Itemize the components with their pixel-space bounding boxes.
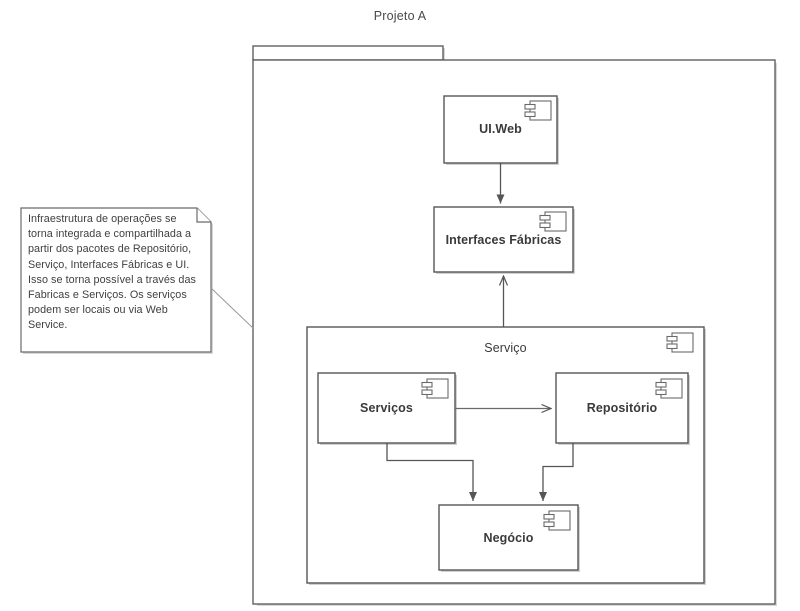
note-anchor-line [210, 287, 255, 330]
package-label-servico: Serviço [484, 341, 527, 355]
component-label-interfaces-fabricas: Interfaces Fábricas [445, 233, 562, 247]
uml-component-icon [655, 378, 683, 399]
note-text: Infraestrutura de operações se torna int… [28, 213, 196, 332]
note-body [20, 207, 212, 353]
package-tab [252, 45, 444, 61]
uml-component-icon [524, 100, 552, 121]
uml-component-icon [666, 332, 694, 353]
note-annotation[interactable] [20, 207, 213, 354]
note-fold-icon [196, 208, 211, 223]
uml-component-icon [543, 510, 571, 531]
component-negocio[interactable] [438, 504, 580, 572]
component-label-servicos: Serviços [360, 401, 413, 415]
uml-component-icon [421, 378, 449, 399]
component-servicos[interactable] [317, 372, 457, 445]
component-ui-web[interactable] [443, 95, 559, 165]
connector-repositorio-to-negocio [539, 443, 574, 501]
component-label-repositorio: Repositório [586, 401, 658, 415]
component-label-ui-web: UI.Web [479, 122, 522, 136]
component-repositorio[interactable] [555, 372, 690, 445]
component-interfaces-fabricas[interactable] [433, 206, 575, 274]
uml-component-icon [539, 211, 567, 232]
page-title: Projeto A [373, 9, 427, 23]
connector-servicos-to-negocio [386, 443, 477, 501]
component-label-negocio: Negócio [483, 531, 534, 545]
